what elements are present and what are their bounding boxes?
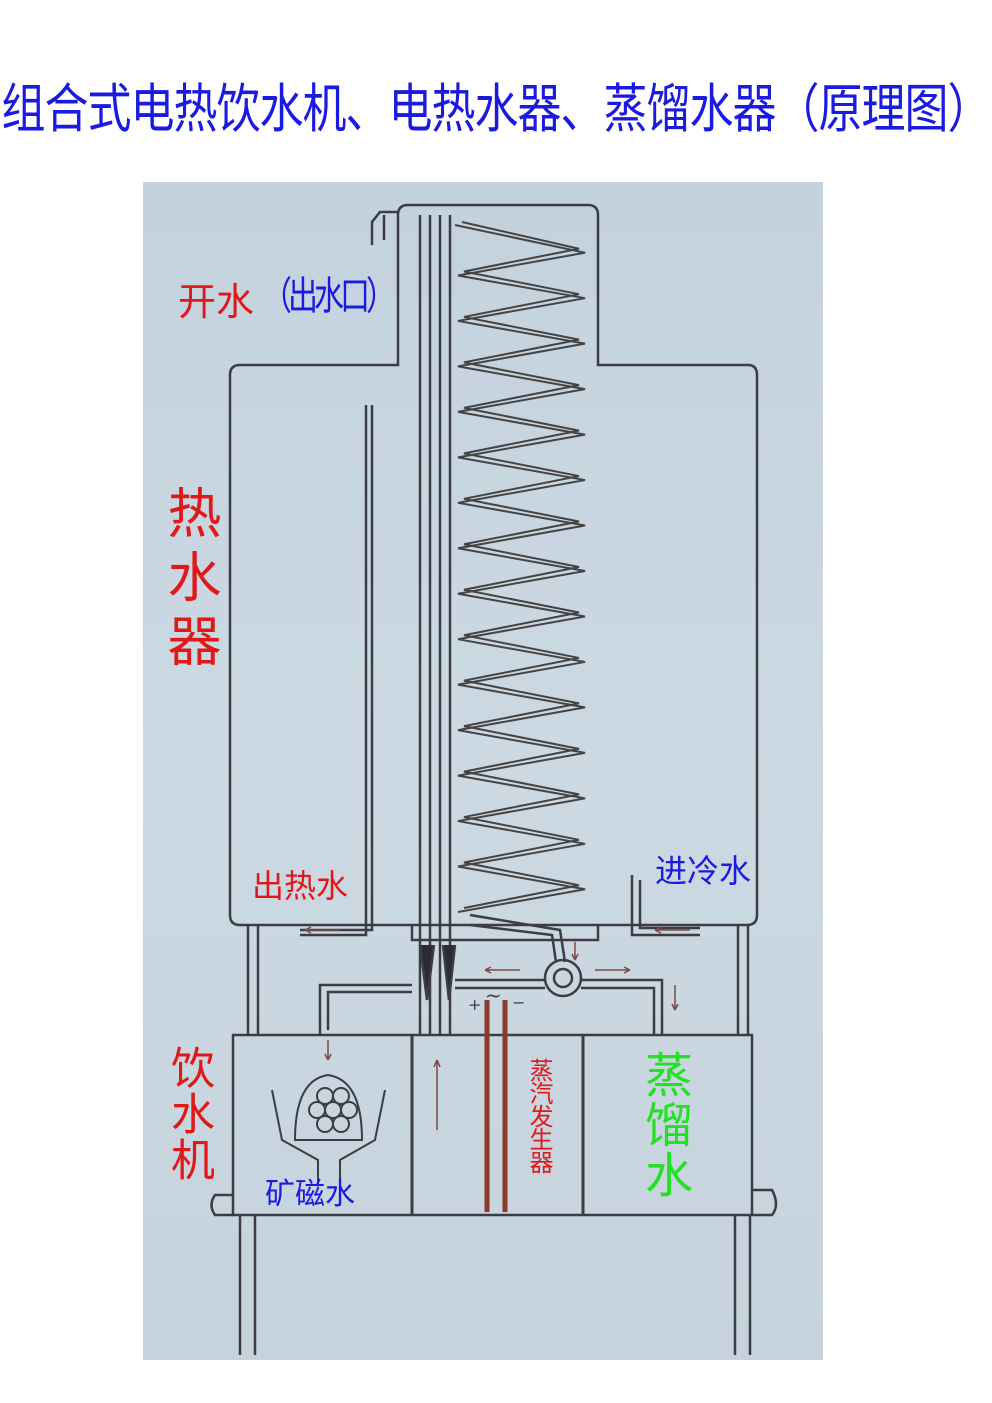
pump-icon xyxy=(543,958,583,998)
cold-water-in-label: 进冷水 xyxy=(655,852,752,890)
upper-legs xyxy=(246,925,750,1035)
right-handle xyxy=(752,1188,778,1217)
coil-tube xyxy=(461,221,580,909)
heater-rods xyxy=(484,1000,508,1212)
outlet-label: （出水口） xyxy=(262,274,396,321)
coil-tube xyxy=(454,224,586,913)
water-heater-tank xyxy=(228,203,759,927)
lower-legs xyxy=(238,1215,752,1355)
water-heater-label: 热水器 xyxy=(158,485,221,677)
boiling-water-label: 开水 xyxy=(178,280,255,324)
dispenser-box xyxy=(231,1033,754,1217)
hot-water-out-label: 出热水 xyxy=(252,867,349,905)
minus-terminal: − xyxy=(512,993,526,1012)
distilled-water-label: 蒸馏水 xyxy=(636,1050,692,1200)
hot-water-tube xyxy=(300,405,374,937)
plus-terminal: + xyxy=(468,995,482,1014)
outlet-spout xyxy=(370,210,398,245)
distribution-pipe xyxy=(318,978,664,1035)
mineral-filter xyxy=(271,1073,386,1185)
left-handle xyxy=(210,1193,233,1217)
pipe-arrow-left xyxy=(418,944,436,1001)
pipe-arrow-right xyxy=(441,944,457,1001)
coil-outlet-pipe xyxy=(469,913,567,963)
page-title: 组合式电热饮水机、电热水器、蒸馏水器（原理图） xyxy=(1,78,992,140)
cold-water-inlet xyxy=(630,875,700,937)
central-pipe xyxy=(418,215,452,1035)
condenser-coil xyxy=(454,221,586,913)
water-dispenser-label: 饮水机 xyxy=(163,1045,214,1183)
mineral-water-label: 矿磁水 xyxy=(265,1177,355,1212)
steam-generator-label: 蒸汽发生器 xyxy=(525,1058,553,1173)
ac-symbol: ~ xyxy=(485,983,502,1007)
